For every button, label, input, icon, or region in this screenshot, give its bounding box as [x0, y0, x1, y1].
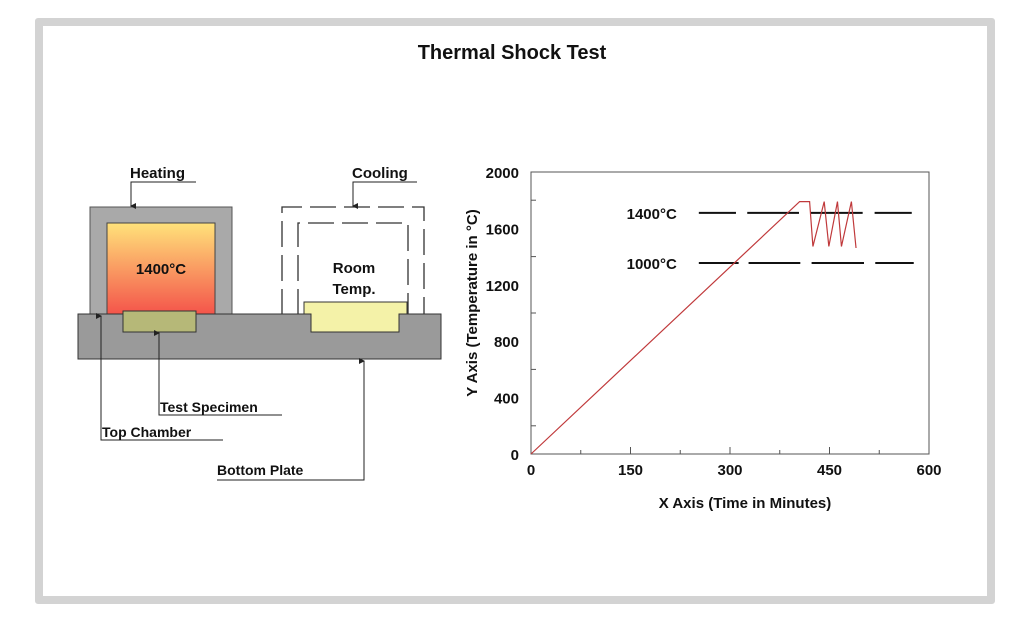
y-tick-label: 1200 [486, 278, 519, 295]
temperature-series-line [530, 201, 857, 455]
x-tick-label: 600 [916, 462, 941, 479]
cooling-label: Cooling [352, 165, 408, 182]
plot-area [530, 171, 930, 455]
x-tick-label: 0 [527, 462, 535, 479]
y-axis-label: Y Axis (Temperature in °C) [464, 209, 481, 396]
room-specimen [303, 301, 408, 333]
test-specimen-label: Test Specimen [160, 399, 258, 415]
reference-line-label: 1400°C [627, 206, 677, 223]
reference-line-label: 1000°C [627, 256, 677, 273]
room-temp-label-line2: Temp. [332, 281, 375, 298]
room-temp-label-line1: Room [333, 260, 376, 277]
bottom-plate-label: Bottom Plate [217, 462, 304, 478]
top-chamber-label: Top Chamber [102, 424, 192, 440]
y-tick-label: 2000 [486, 165, 519, 182]
x-axis-label: X Axis (Time in Minutes) [659, 495, 832, 512]
y-tick-label: 400 [494, 391, 519, 408]
hot-temp-label: 1400°C [136, 261, 186, 278]
y-tick-label: 1600 [486, 221, 519, 238]
y-tick-label: 800 [494, 334, 519, 351]
x-tick-label: 150 [618, 462, 643, 479]
x-tick-label: 450 [817, 462, 842, 479]
y-tick-label: 0 [511, 447, 519, 464]
heating-label: Heating [130, 165, 185, 182]
hot-zone [106, 222, 216, 316]
figure-title: Thermal Shock Test [417, 42, 607, 64]
x-tick-label: 300 [717, 462, 742, 479]
